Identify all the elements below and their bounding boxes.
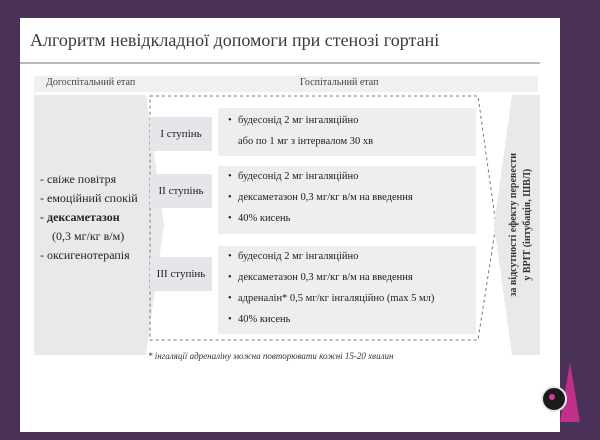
transfer-text: за відсутності ефекту перевести у ВРІТ (…	[502, 95, 540, 355]
footnote: * інгаляції адреналіну можна повторювати…	[148, 351, 394, 361]
stage-1-box	[218, 108, 476, 156]
stage-item: адреналін* 0,5 мг/кг інгаляційно (max 5 …	[238, 293, 435, 304]
prehospital-box	[34, 95, 146, 355]
stage-1-items: •будесонід 2 мг інгаляційно або по 1 мг …	[228, 115, 374, 147]
stage-item: або по 1 мг з інтервалом 30 хв	[238, 136, 374, 147]
stage-3-items: •будесонід 2 мг інгаляційно •дексаметазо…	[228, 251, 435, 325]
prehospital-list: - свіже повітря - емоційний спокій - дек…	[40, 170, 138, 265]
prehospital-header: Догоспітальний етап	[46, 77, 136, 88]
transfer-text-line: у ВРІТ (інтубація, ШВЛ)	[522, 169, 533, 281]
stage-2-label: ІІ ступінь	[150, 174, 212, 208]
title-rule	[20, 62, 540, 64]
stage-item: будесонід 2 мг інгаляційно	[238, 251, 359, 262]
logo-dot	[549, 394, 555, 400]
transfer-arrow	[494, 95, 512, 355]
stage-item: дексаметазон 0,3 мг/кг в/м на введення	[238, 272, 413, 283]
corner-accent	[560, 362, 580, 422]
hospital-header: Госпітальний етап	[300, 77, 379, 88]
stage-item: 40% кисень	[238, 213, 291, 224]
slide-title: Алгоритм невідкладної допомоги при стено…	[30, 30, 440, 50]
stage-item: 40% кисень	[238, 314, 291, 325]
prehospital-item: (0,3 мг/кг в/м)	[52, 229, 125, 243]
stage-item: будесонід 2 мг інгаляційно	[238, 115, 359, 126]
stage-2-box	[218, 166, 476, 234]
stage-item: будесонід 2 мг інгаляційно	[238, 171, 359, 182]
header-strip	[34, 76, 538, 92]
prehospital-item: - дексаметазон	[40, 210, 120, 224]
stage-2-items: •будесонід 2 мг інгаляційно •дексаметазо…	[228, 171, 413, 224]
stage-3-label: ІІІ ступінь	[150, 257, 212, 291]
prehospital-item: - свіже повітря	[40, 172, 117, 186]
prehospital-item: - оксигенотерапія	[40, 248, 130, 262]
transfer-text-line: за відсутності ефекту перевести	[508, 153, 519, 297]
stage-item: дексаметазон 0,3 мг/кг в/м на введення	[238, 192, 413, 203]
stage-3-box	[218, 246, 476, 334]
stage-1-label: І ступінь	[150, 117, 212, 151]
transfer-box	[512, 95, 540, 355]
prehospital-item: - емоційний спокій	[40, 191, 138, 205]
